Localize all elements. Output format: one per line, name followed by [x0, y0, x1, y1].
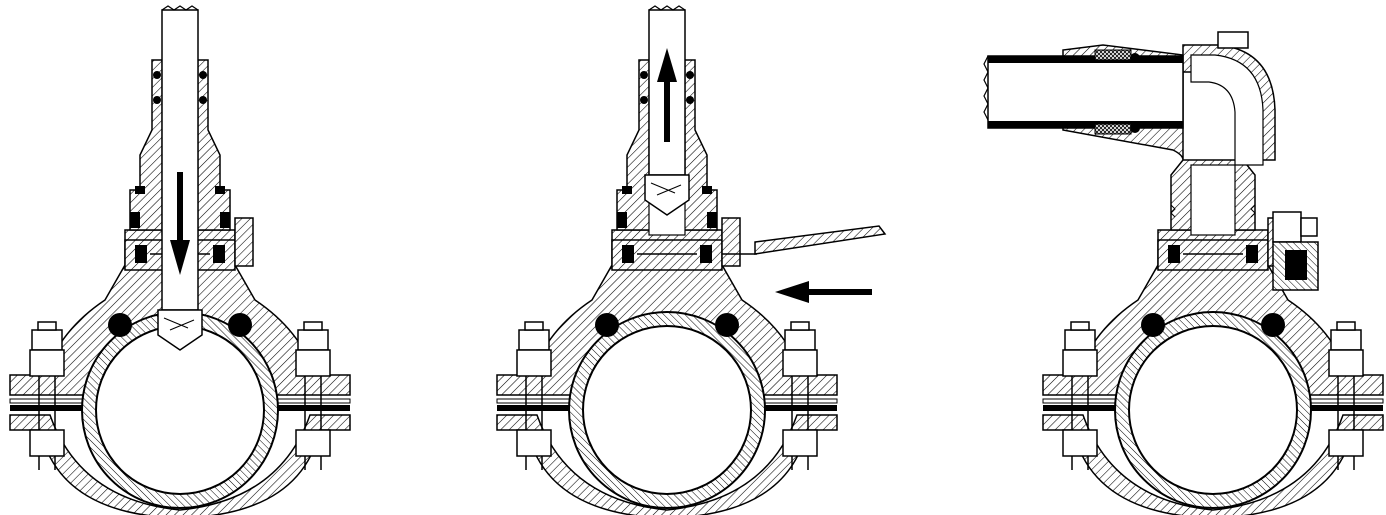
- arrow-down-icon: [170, 172, 190, 275]
- arrow-left-icon: [775, 281, 872, 303]
- arrow-up-icon: [657, 48, 677, 142]
- panel-branch-connected: [983, 31, 1384, 515]
- panel-cutter-down: [9, 5, 351, 515]
- panel-cutter-up: [496, 5, 887, 515]
